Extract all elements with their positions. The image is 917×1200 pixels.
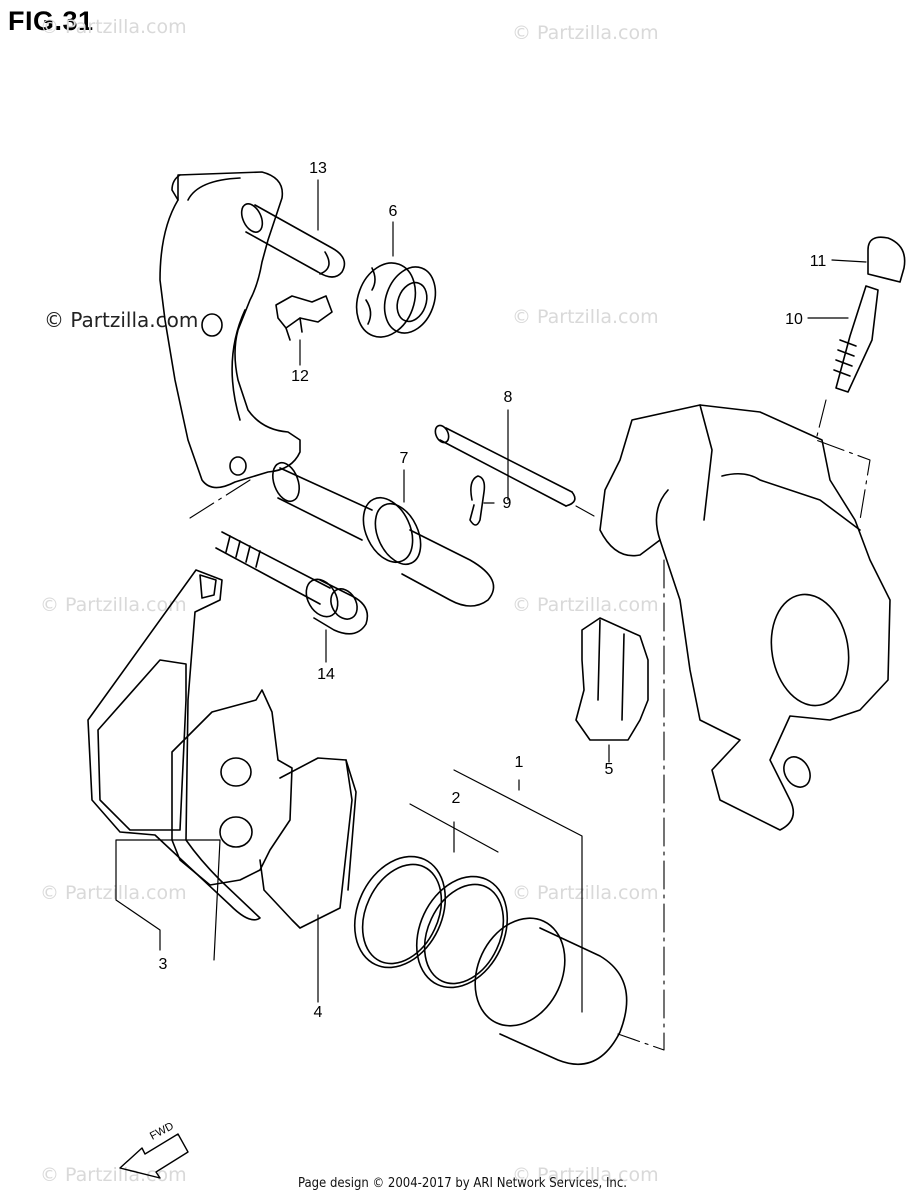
callout-9: 9 [502, 495, 512, 512]
callout-5: 5 [604, 761, 614, 778]
callout-13: 13 [309, 160, 327, 177]
fwd-arrow [119, 1133, 189, 1179]
mounting-bolt [215, 531, 369, 635]
pad-spring-clip [275, 295, 333, 341]
r-clip [469, 475, 486, 526]
caliper-bracket [159, 171, 301, 489]
upper-slide-pin [240, 203, 346, 278]
callout-8: 8 [503, 389, 513, 406]
watermark: © Partzilla.com [512, 882, 659, 904]
callout-7: 7 [399, 450, 409, 467]
leader-lines [115, 179, 867, 1013]
callout-3: 3 [158, 956, 168, 973]
pad-pin [434, 424, 576, 507]
brake-pad-inner [171, 689, 357, 929]
figure-title: FIG.31 [8, 6, 94, 36]
watermark: © Partzilla.com [40, 594, 187, 616]
callout-4: 4 [313, 1004, 323, 1021]
watermark: © Partzilla.com [40, 1164, 187, 1186]
callout-6: 6 [388, 203, 398, 220]
callout-11: 11 [809, 253, 827, 270]
callout-14: 14 [317, 666, 335, 683]
page-footer: Page design © 2004-2017 by ARI Network S… [298, 1176, 627, 1191]
watermark: © Partzilla.com [512, 1164, 659, 1186]
pin-boot [355, 262, 437, 338]
center-lines [189, 399, 871, 1051]
bleeder-cap [867, 236, 906, 283]
caliper-piston [474, 917, 628, 1065]
watermark: © Partzilla.com [512, 594, 659, 616]
callout-1: 1 [514, 754, 524, 771]
pad-spring [575, 617, 649, 741]
callout-12: 12 [291, 368, 309, 385]
brake-pad-outer [87, 569, 261, 921]
lower-slide-pin [272, 461, 495, 607]
watermark: © Partzilla.com [40, 16, 187, 38]
bleeder-screw [833, 285, 879, 393]
caliper-body [599, 404, 891, 831]
watermark: © Partzilla.com [40, 882, 187, 904]
callout-2: 2 [451, 790, 461, 807]
watermark-dark: © Partzilla.com [44, 308, 199, 332]
callout-10: 10 [785, 311, 803, 328]
piston-seals [353, 855, 509, 989]
watermark: © Partzilla.com [512, 22, 659, 44]
watermark: © Partzilla.com [512, 306, 659, 328]
